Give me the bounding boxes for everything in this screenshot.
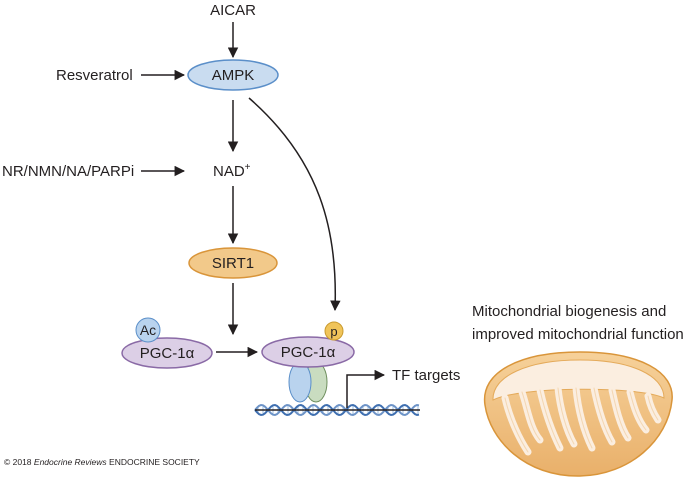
mitochondrion-crista-edge <box>521 391 541 441</box>
mitochondrion-crista <box>554 384 578 448</box>
nad-node: NAD+ <box>213 162 251 180</box>
mitochondrion-crista <box>626 388 650 434</box>
dna-backbone <box>254 404 420 416</box>
pgc1a-acetylated-node: PGC-1α Ac <box>121 317 213 369</box>
outcome-line-2: improved mitochondrial function <box>472 326 684 343</box>
copyright-suffix: ENDOCRINE SOCIETY <box>106 457 200 467</box>
sirt1-node: SIRT1 <box>188 247 278 279</box>
mitochondrion-illustration <box>483 351 673 477</box>
outcome-line-1: Mitochondrial biogenesis and <box>472 303 667 320</box>
tf-protein-blue <box>288 361 312 403</box>
pgc1a-phosphorylated-node: PGC-1α p <box>261 321 355 368</box>
phospho-badge <box>324 321 344 341</box>
copyright-prefix: © 2018 <box>4 457 34 467</box>
mitochondrion-crista-edge <box>593 387 613 443</box>
mitochondrion-crista-edge <box>575 387 593 449</box>
copyright-notice: © 2018 Endocrine Reviews ENDOCRINE SOCIE… <box>4 457 200 467</box>
nad-precursors-label: NR/NMN/NA/PARPi <box>2 163 134 180</box>
nad-base-text: NAD <box>213 163 245 180</box>
mitochondrion-crista-edge <box>539 389 561 449</box>
ampk-oval <box>187 59 279 91</box>
dna-strand <box>254 404 420 416</box>
mitochondrion-crista <box>518 388 544 444</box>
aicar-label: AICAR <box>210 2 256 19</box>
acetyl-label: Ac <box>140 322 156 338</box>
sirt1-oval <box>188 247 278 279</box>
resveratrol-label: Resveratrol <box>56 67 133 84</box>
tf-targets-label: TF targets <box>392 367 460 384</box>
transcription-start-arrow <box>346 369 386 408</box>
copyright-journal: Endocrine Reviews <box>33 457 107 467</box>
sirt1-label: SIRT1 <box>212 255 254 272</box>
mitochondrion-inner-membrane <box>492 359 665 401</box>
mitochondrion-crista <box>536 386 564 452</box>
mitochondrion-crista-edge <box>629 391 647 431</box>
mitochondrion-crista-edge <box>557 387 575 445</box>
phospho-label: p <box>330 324 337 339</box>
mitochondrion-crista <box>501 394 532 456</box>
dna-backbone <box>254 404 420 416</box>
acetyl-badge <box>135 317 161 343</box>
mitochondrion-crista <box>590 384 616 446</box>
ampk-label: AMPK <box>212 67 255 84</box>
mitochondrion-crista-edge <box>647 395 659 421</box>
pgc1a-right-label: PGC-1α <box>281 344 336 361</box>
nad-superscript: + <box>245 162 251 173</box>
pgc1a-right-oval <box>261 336 355 368</box>
mitochondrion-crista <box>644 392 662 424</box>
mitochondrion-crista-edge <box>504 397 529 453</box>
ampk-node: AMPK <box>187 59 279 91</box>
nad-label: NAD+ <box>213 162 251 180</box>
mitochondrion-crista <box>608 386 632 442</box>
outcome-caption: Mitochondrial biogenesis and improved mi… <box>472 300 698 346</box>
mitochondrion-crista-edge <box>611 389 629 439</box>
mitochondrion-crista <box>572 384 596 452</box>
ampk-to-pgc1a-curve-arrow <box>248 97 341 312</box>
pgc1a-left-oval <box>121 337 213 369</box>
pgc1a-left-label: PGC-1α <box>140 345 195 362</box>
